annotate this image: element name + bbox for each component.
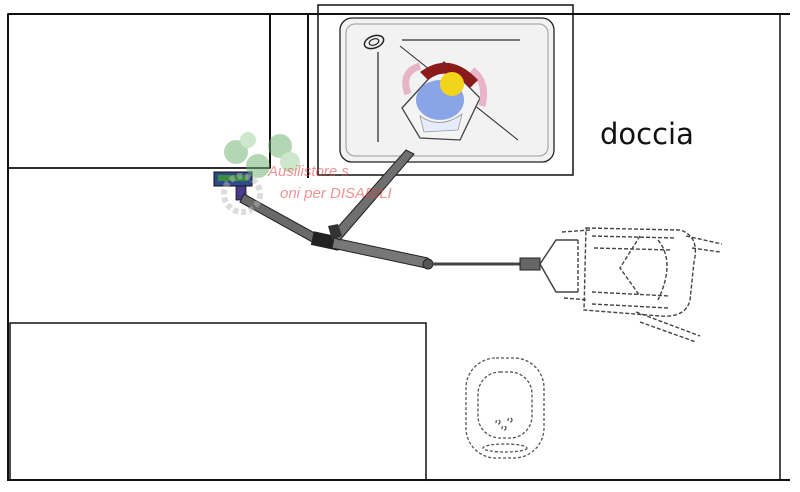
shower-tray-inner	[345, 23, 549, 157]
watermark: Ausilistore s oni per DISABILI	[221, 132, 392, 215]
shower-label: doccia	[600, 117, 694, 151]
arm-joint	[422, 258, 434, 270]
wheelchair-icon	[561, 227, 723, 343]
arm-connector	[519, 257, 541, 271]
watermark-line-1: Ausilistore s	[267, 163, 349, 180]
upper-left-cabinet	[7, 13, 271, 169]
shower-area	[317, 4, 574, 176]
drain-icon	[363, 34, 385, 50]
arm-fork	[539, 239, 578, 293]
arm-bracket	[328, 224, 342, 240]
watermark-line-2: oni per DISABILI	[280, 185, 392, 202]
seated-person-icon	[401, 61, 488, 141]
shower-frame	[317, 4, 574, 176]
gear-logo-icon	[221, 132, 300, 215]
arm-segment-2	[331, 237, 429, 269]
arm-forearm	[329, 149, 415, 241]
lower-left-counter	[9, 322, 427, 481]
bidet-icon	[465, 357, 545, 459]
